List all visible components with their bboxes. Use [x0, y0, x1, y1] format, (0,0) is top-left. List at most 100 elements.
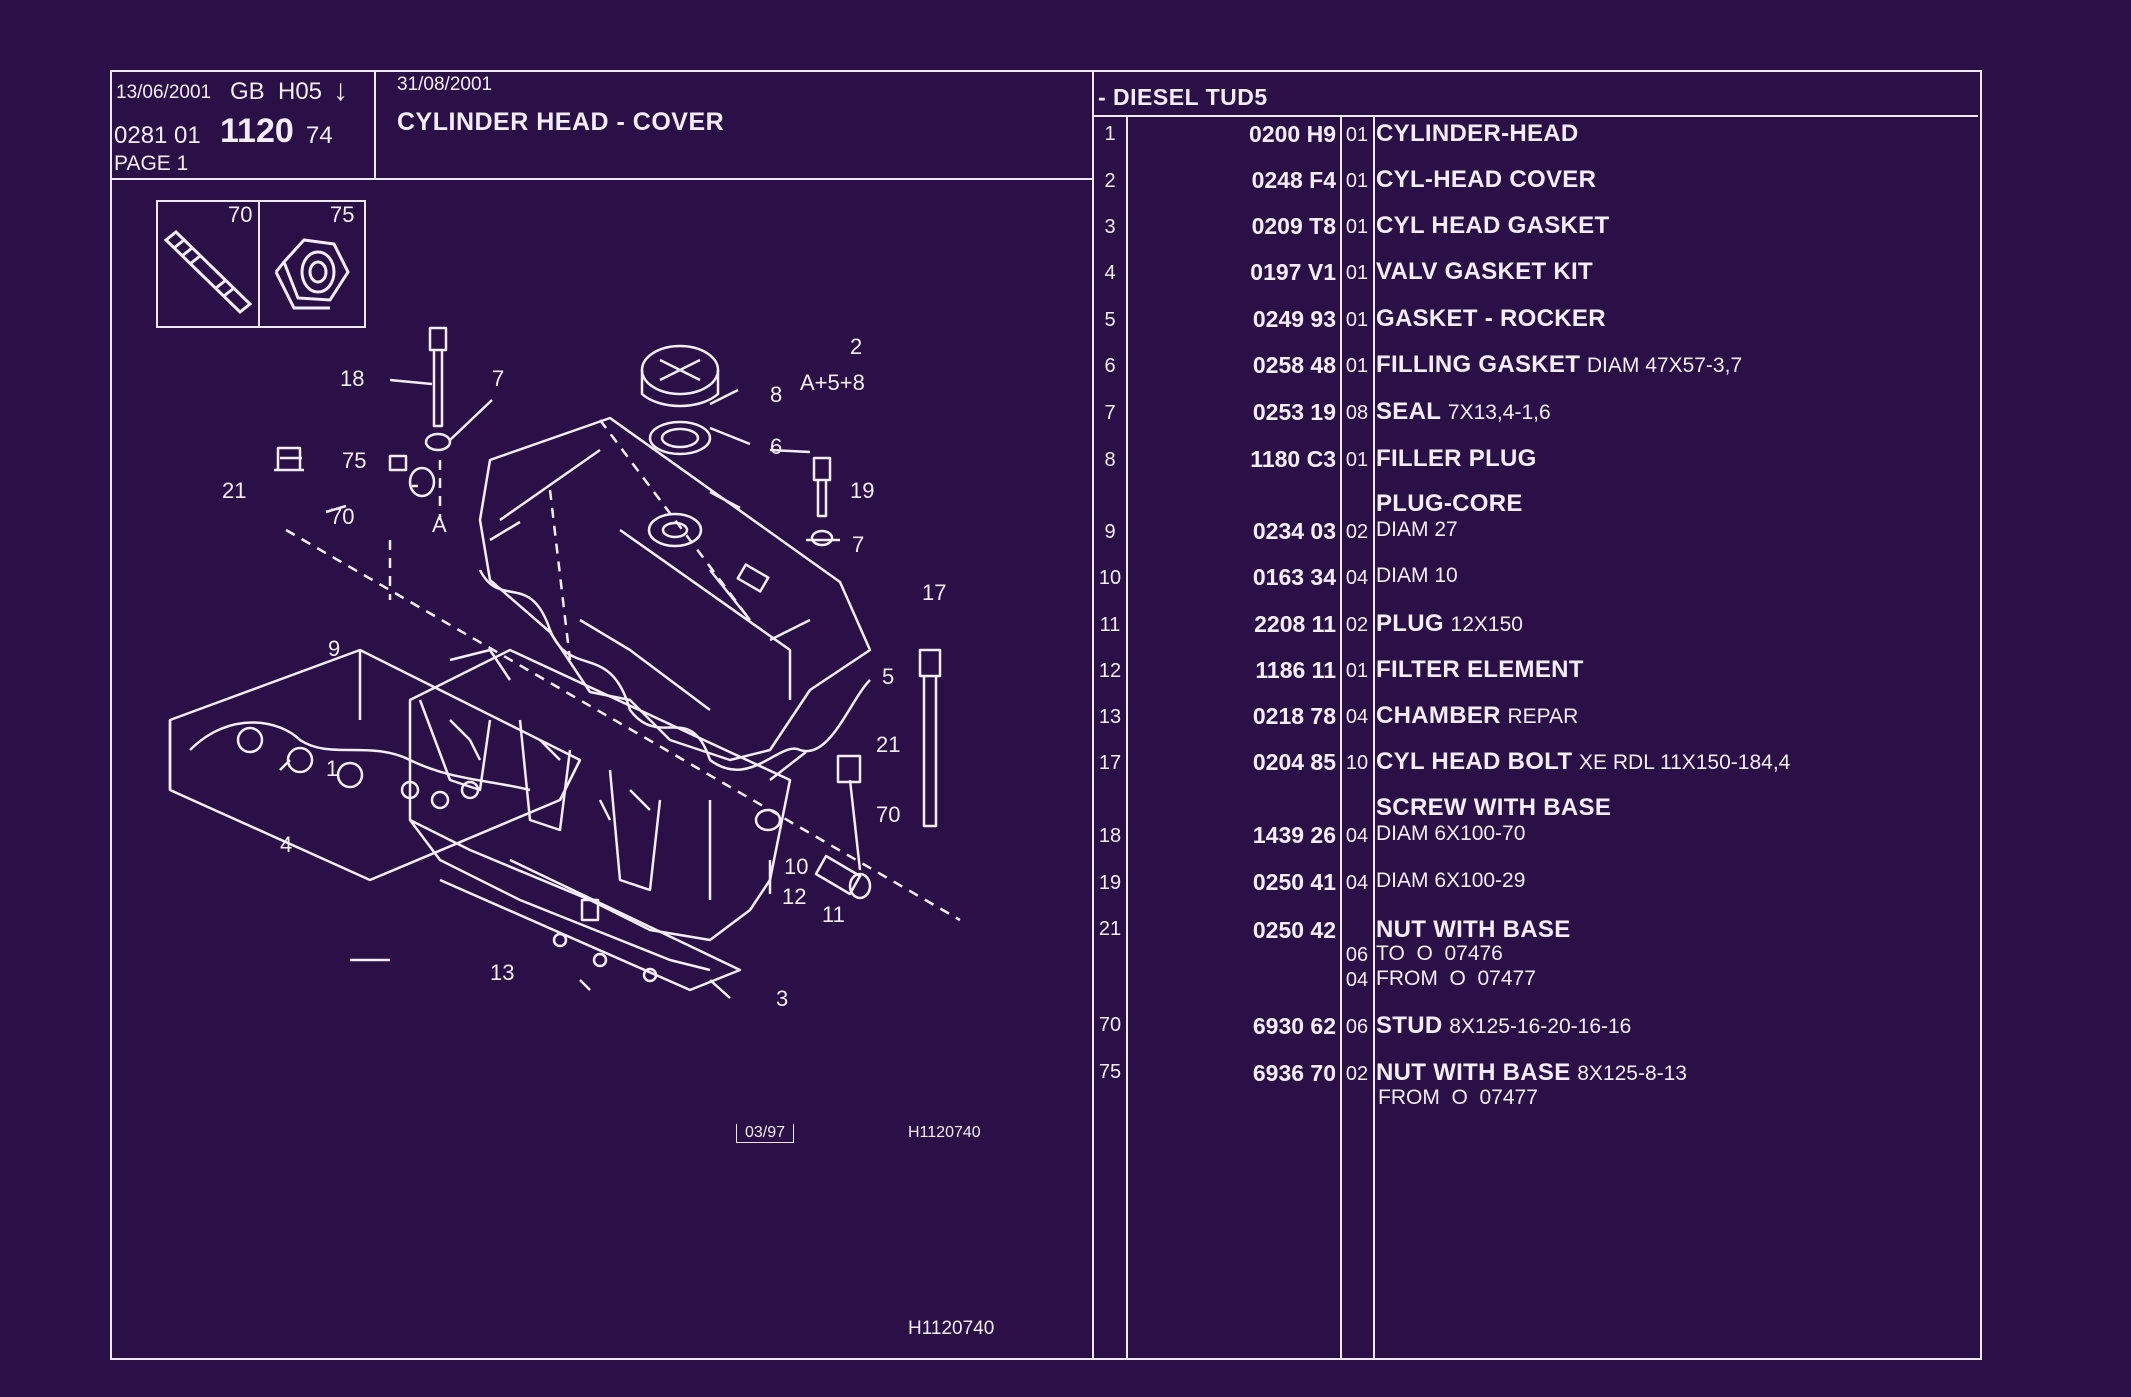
part-desc: FILLER PLUG: [1376, 445, 1537, 473]
header-bottom-line: [110, 178, 1092, 180]
part-name: CYLINDER-HEAD: [1376, 120, 1579, 147]
callout-label: 5: [882, 664, 894, 689]
part-name: CYL HEAD BOLT: [1376, 748, 1573, 775]
callout-label: 70: [876, 802, 900, 827]
part-heading: PLUG-CORE: [1376, 490, 1523, 517]
callout-label: 8: [770, 382, 782, 407]
part-spec: 7X13,4-1,6: [1447, 401, 1551, 424]
part-name: CHAMBER: [1376, 702, 1501, 729]
cylinder-head-cover-shape: [478, 416, 872, 762]
part-qty: 01: [1345, 355, 1369, 377]
part-num: 21: [1098, 918, 1122, 940]
part-name: FILLING GASKET: [1376, 351, 1581, 378]
column-divider-qty-left: [1340, 115, 1342, 1358]
inset-box: [156, 200, 366, 328]
part-desc: CYL HEAD GASKET: [1376, 212, 1609, 240]
part-name: PLUG: [1376, 610, 1444, 637]
callout-label: A+5+8: [800, 370, 865, 395]
part-qty: 02: [1345, 614, 1369, 636]
part-spec: DIAM 6X100-29: [1376, 869, 1526, 892]
part-num: 8: [1104, 449, 1116, 471]
callout-label: 13: [490, 960, 514, 985]
part-qty: 04: [1345, 872, 1369, 894]
callout-label: 21: [222, 478, 246, 503]
part-spec: 8X125-8-13: [1577, 1062, 1687, 1085]
part-qty: 10: [1345, 752, 1369, 774]
part-ref: 0200 H9: [1249, 121, 1336, 147]
part-desc: FILTER ELEMENT: [1376, 656, 1584, 684]
part-ref: 0250 42: [1252, 917, 1336, 943]
header-ref-main: 1120: [220, 112, 294, 150]
part-num: 75: [1098, 1061, 1122, 1083]
part-num: 7: [1104, 402, 1116, 424]
part-ref: 0197 V1: [1250, 259, 1336, 285]
inset-label-70: 70: [228, 202, 253, 227]
part-ref: 1180 C3: [1250, 446, 1336, 472]
part-spec: DIAM 6X100-70: [1376, 822, 1526, 845]
part-ref: 0250 41: [1252, 869, 1336, 895]
column-divider-num: [1126, 115, 1128, 1358]
part-heading: SCREW WITH BASE: [1376, 794, 1612, 821]
part-desc: VALV GASKET KIT: [1376, 258, 1593, 286]
part-name: FILLER PLUG: [1376, 445, 1537, 472]
callout-label: 17: [922, 580, 946, 605]
part-ref: 0218 78: [1252, 703, 1336, 729]
part-desc: FILLING GASKET DIAM 47X57-3,7: [1376, 351, 1742, 379]
part-num: 17: [1098, 752, 1122, 774]
nut-with-base-icon: [274, 238, 350, 310]
cylinder-head-block: [408, 648, 792, 942]
callout-label: 70: [330, 504, 354, 529]
part-qty: 01: [1345, 309, 1369, 331]
header-lang: GB: [230, 78, 265, 105]
callout-label: 21: [876, 732, 900, 757]
part-ref: 6936 70: [1252, 1060, 1336, 1086]
callout-label: 9: [328, 636, 340, 661]
header-date-1: 13/06/2001: [116, 82, 212, 103]
inset-label-75: 75: [330, 202, 355, 227]
part-ref: 0234 03: [1252, 518, 1336, 544]
part-desc: GASKET - ROCKER: [1376, 305, 1606, 333]
part-num: 1: [1104, 123, 1116, 145]
part-num: 11: [1099, 614, 1121, 636]
stud-icon: [163, 230, 253, 314]
callout-label: A: [432, 512, 447, 537]
part-qty: 04: [1345, 567, 1369, 589]
part-qty: 01: [1345, 216, 1369, 238]
callout-label: 7: [852, 532, 864, 557]
column-divider-main: [1092, 70, 1094, 1358]
part-ref: 0249 93: [1252, 306, 1336, 332]
part-name: VALV GASKET KIT: [1376, 258, 1593, 285]
part-ref: 0209 T8: [1251, 213, 1336, 239]
part-num: 5: [1104, 309, 1116, 331]
part-variant: FROM O 07477: [1378, 1086, 1538, 1109]
part-num: 70: [1098, 1014, 1122, 1036]
part-qty: 01: [1345, 170, 1369, 192]
part-ref: 0248 F4: [1251, 167, 1336, 193]
part-num: 10: [1098, 567, 1122, 589]
part-spec: XE RDL 11X150-184,4: [1579, 751, 1791, 774]
callout-label: 19: [850, 478, 874, 503]
diagram-stamp: 03/97: [736, 1124, 795, 1143]
part-ref: 0258 48: [1252, 352, 1336, 378]
part-num: 6: [1104, 355, 1116, 377]
part-qty: 01: [1345, 262, 1369, 284]
engine-label: - DIESEL TUD5: [1098, 84, 1268, 110]
part-qty: 06: [1345, 944, 1369, 966]
cylinder-head-gasket: [439, 858, 742, 992]
part-desc: SEAL 7X13,4-1,6: [1376, 398, 1551, 426]
part-qty: 01: [1345, 660, 1369, 682]
part-desc: CYLINDER-HEAD: [1376, 120, 1579, 148]
part-spec: DIAM 47X57-3,7: [1586, 354, 1743, 377]
callout-label: 11: [822, 902, 845, 927]
part-name: STUD: [1376, 1012, 1443, 1039]
callout-label: 7: [492, 366, 504, 391]
page-title: CYLINDER HEAD - COVER: [397, 108, 725, 136]
part-qty: 04: [1345, 706, 1369, 728]
part-desc: STUD 8X125-16-20-16-16: [1376, 1012, 1631, 1040]
part-name: CYL-HEAD COVER: [1376, 166, 1597, 193]
part-spec: REPAR: [1507, 705, 1579, 728]
part-name: FILTER ELEMENT: [1376, 656, 1584, 683]
column-divider-qty-right: [1373, 115, 1375, 1358]
part-name: GASKET - ROCKER: [1376, 305, 1606, 332]
callout-label: 3: [776, 986, 788, 1011]
